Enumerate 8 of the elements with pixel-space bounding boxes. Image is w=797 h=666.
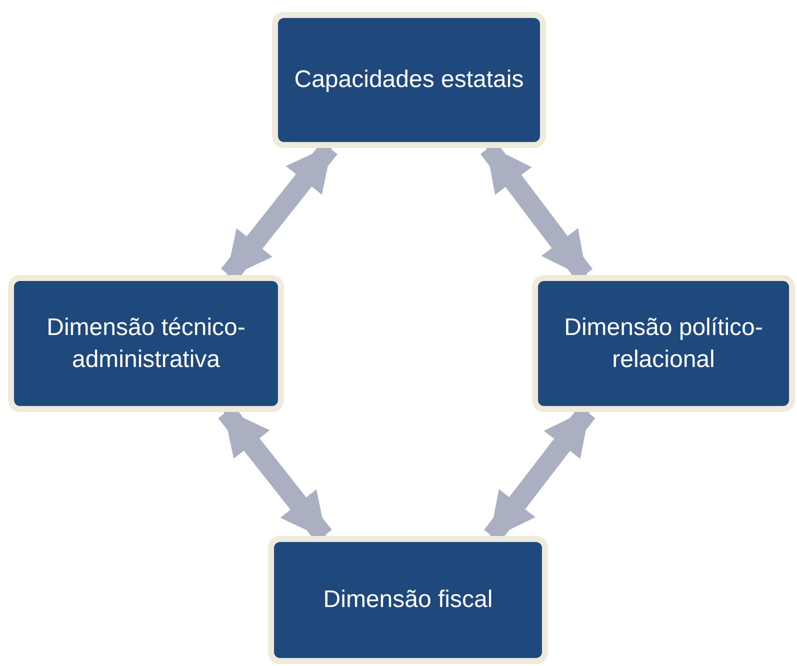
box-label: Dimensão fiscal	[323, 585, 493, 616]
process-box	[268, 536, 548, 664]
process-box	[532, 275, 795, 412]
process-box	[272, 12, 546, 148]
box-label: Dimensão técnico-administrativa	[46, 313, 246, 374]
box-label: Capacidades estatais	[294, 65, 524, 96]
process-box	[8, 275, 284, 412]
box-label: Dimensão político-relacional	[563, 313, 764, 374]
